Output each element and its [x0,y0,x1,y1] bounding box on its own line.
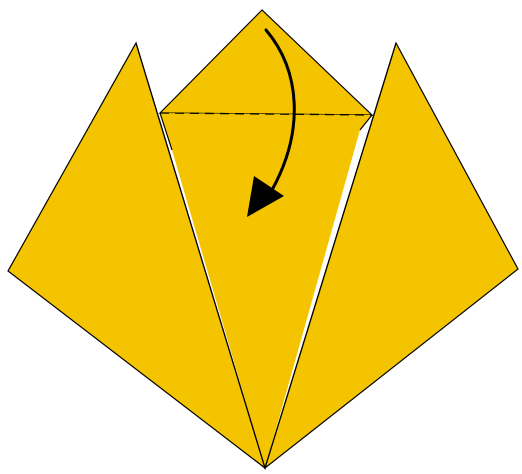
top-flap [160,10,372,115]
